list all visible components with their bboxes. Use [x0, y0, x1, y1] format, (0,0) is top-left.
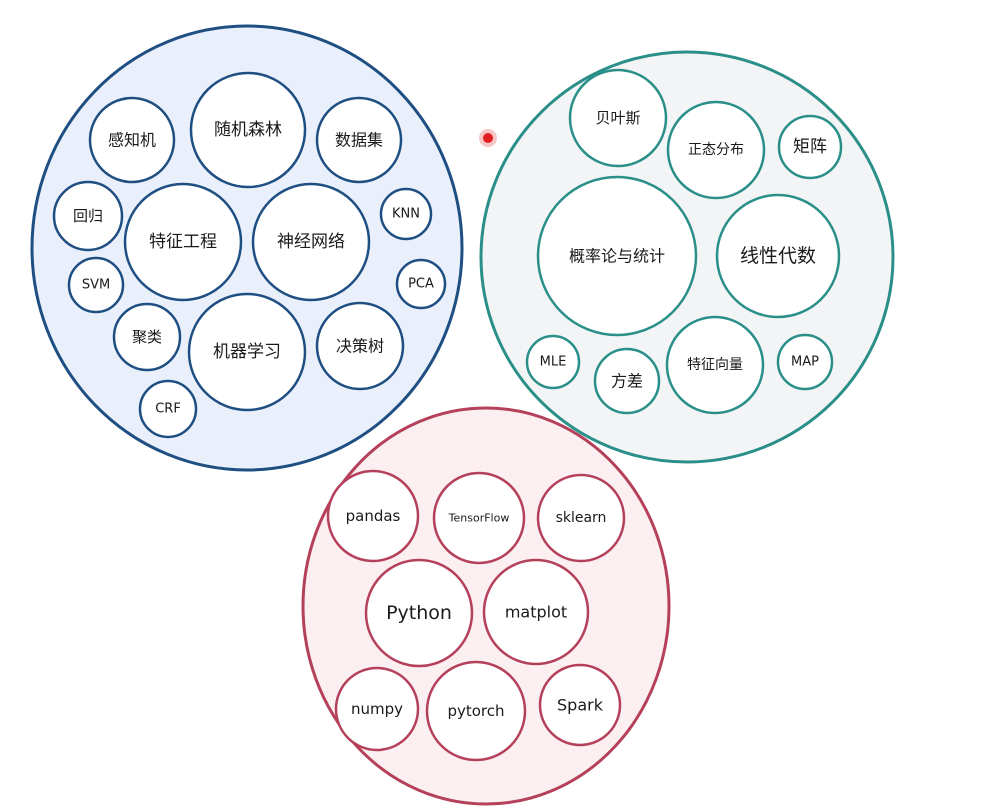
bubble-circle [138, 379, 198, 439]
bubble-circle [187, 292, 307, 412]
bubble-circle [326, 469, 420, 563]
bubble-label: 特征工程 [149, 232, 217, 252]
bubble-ml-10: 机器学习 [187, 292, 307, 412]
pointer-dot [479, 129, 497, 147]
bubble-circle [568, 68, 668, 168]
bubble-math-8: MAP [776, 333, 834, 391]
bubble-ml-6: KNN [379, 187, 433, 241]
bubble-label: 数据集 [335, 131, 383, 150]
bubble-circle [538, 663, 622, 747]
bubble-tools-7: Spark [538, 663, 622, 747]
groups-layer: 感知机 随机森林数据集回归特征工程 神经网络 KNN SVM PCA 聚类机器学习 决策树 CR… [30, 24, 895, 806]
bubble-label: numpy [351, 700, 403, 718]
bubble-label: 概率论与统计 [569, 247, 665, 266]
bubble-label: 方差 [611, 372, 643, 391]
bubble-circle [776, 333, 834, 391]
bubble-math-7: 特征向量 [665, 315, 765, 415]
bubble-math-2: 矩阵 [777, 114, 843, 180]
bubble-label: TensorFlow [448, 512, 510, 525]
bubble-label: Python [386, 602, 452, 624]
bubble-label: matplot [505, 603, 567, 622]
bubble-math-5: MLE [525, 334, 581, 390]
bubble-circle [482, 558, 590, 666]
bubble-circle [315, 301, 405, 391]
bubble-circle [425, 660, 527, 762]
bubble-circle [593, 347, 661, 415]
bubble-circle [536, 473, 626, 563]
bubble-circle [395, 258, 447, 310]
bubble-tools-6: pytorch [425, 660, 527, 762]
bubble-label: 聚类 [132, 328, 162, 346]
bubble-label: 神经网络 [277, 232, 345, 252]
bubble-circle [88, 96, 176, 184]
bubble-circle [379, 187, 433, 241]
bubble-circle [666, 100, 766, 200]
bubble-ml-9: 聚类 [112, 302, 182, 372]
bubble-label: 特征向量 [687, 357, 743, 373]
bubble-math-1: 正态分布 [666, 100, 766, 200]
bubble-label: 线性代数 [740, 245, 816, 267]
bubble-math-0: 贝叶斯 [568, 68, 668, 168]
bubble-tools-4: matplot [482, 558, 590, 666]
bubble-label: Spark [557, 696, 604, 715]
bubble-label: MAP [791, 355, 819, 370]
bubble-ml-4: 特征工程 [123, 182, 243, 302]
bubble-label: PCA [408, 277, 434, 292]
bubble-circle [52, 180, 124, 252]
bubble-math-6: 方差 [593, 347, 661, 415]
bubble-ml-11: 决策树 [315, 301, 405, 391]
bubble-circle [189, 71, 307, 189]
bubble-label: pytorch [447, 702, 504, 720]
bubble-label: pandas [346, 507, 401, 525]
bubble-ml-12: CRF [138, 379, 198, 439]
bubble-ml-0: 感知机 [88, 96, 176, 184]
bubble-label: KNN [392, 207, 420, 222]
bubble-label: 回归 [73, 207, 103, 225]
bubble-circle [123, 182, 243, 302]
bubble-tools-2: sklearn [536, 473, 626, 563]
bubble-math-3: 概率论与统计 [536, 175, 698, 337]
bubble-circle [112, 302, 182, 372]
bubble-tools-5: numpy [334, 666, 420, 752]
bubble-math-4: 线性代数 [715, 193, 841, 319]
bubble-label: 矩阵 [793, 137, 827, 157]
bubble-label: sklearn [556, 510, 607, 526]
bubble-tools-3: Python [364, 558, 474, 668]
bubble-circle [334, 666, 420, 752]
bubble-label: 随机森林 [214, 120, 282, 140]
bubble-label: MLE [540, 355, 567, 370]
bubble-label: 感知机 [108, 131, 156, 150]
bubble-label: CRF [155, 402, 181, 417]
bubble-label: 机器学习 [213, 342, 281, 362]
bubble-label: SVM [82, 278, 110, 293]
bubble-circle [777, 114, 843, 180]
bubble-circle [251, 182, 371, 302]
bubble-ml-3: 回归 [52, 180, 124, 252]
bubble-tools-0: pandas [326, 469, 420, 563]
bubble-ml-1: 随机森林 [189, 71, 307, 189]
bubble-label: 决策树 [336, 337, 384, 356]
bubble-circle [536, 175, 698, 337]
bubble-tools-1: TensorFlow [432, 471, 526, 565]
bubble-label: 贝叶斯 [595, 109, 640, 127]
bubble-circle [715, 193, 841, 319]
group-ml: 感知机 随机森林数据集回归特征工程 神经网络 KNN SVM PCA 聚类机器学习 决策树 CR… [30, 24, 464, 472]
bubble-circle [67, 256, 125, 314]
bubble-circle [665, 315, 765, 415]
bubble-circle [525, 334, 581, 390]
bubble-circle [432, 471, 526, 565]
bubble-ml-5: 神经网络 [251, 182, 371, 302]
bubble-ml-2: 数据集 [315, 96, 403, 184]
bubble-ml-8: PCA [395, 258, 447, 310]
bubble-circle [364, 558, 474, 668]
bubble-ml-7: SVM [67, 256, 125, 314]
bubble-label: 正态分布 [688, 142, 744, 158]
bubble-circle [315, 96, 403, 184]
